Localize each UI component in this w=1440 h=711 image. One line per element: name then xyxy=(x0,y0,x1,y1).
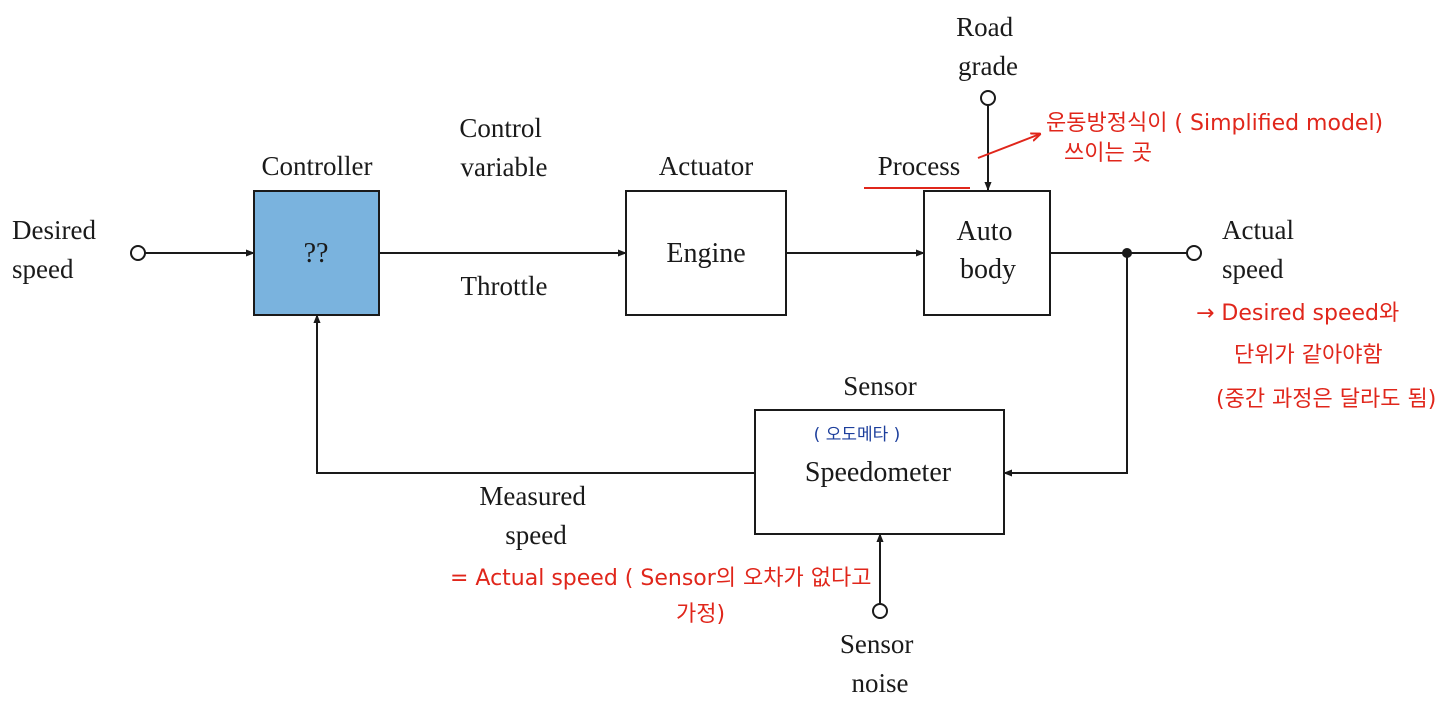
sensor-title: Sensor xyxy=(843,371,917,401)
junction-dot xyxy=(1122,248,1132,258)
measured-speed-line-2: speed xyxy=(505,520,567,550)
throttle-label: Throttle xyxy=(461,271,548,301)
actuator-title: Actuator xyxy=(659,151,753,181)
measured-speed-note-line-1: = Actual speed ( Sensor의 오차가 없다고 xyxy=(450,566,871,591)
process-title: Process xyxy=(878,151,961,181)
wire-sensor-to-controller xyxy=(313,314,755,474)
process-note-line-2: 쓰이는 곳 xyxy=(1064,141,1152,166)
actual-speed-note: → Desired speed와 단위가 같아야함 (중간 과정은 달라도 됨) xyxy=(1196,301,1436,412)
sensor-noise-label: Sensor noise xyxy=(840,629,920,698)
sensor-noise-line-2: noise xyxy=(852,668,909,698)
wire-feedback-to-sensor xyxy=(1003,253,1128,477)
speedometer-box xyxy=(754,409,1005,535)
actual-speed-note-line-3: (중간 과정은 달라도 됨) xyxy=(1216,387,1436,412)
process-note: 운동방정식이 ( Simplified model) 쓰이는 곳 xyxy=(1046,111,1390,166)
measured-speed-note-line-2: 가정) xyxy=(676,602,725,627)
actual-speed-line-1: Actual xyxy=(1222,215,1294,245)
process-note-arrow xyxy=(977,134,1040,159)
desired-speed-line-1: Desired xyxy=(12,215,96,245)
desired-speed-line-2: speed xyxy=(12,254,74,284)
auto-body-line-1: Auto xyxy=(957,216,1013,247)
sensor-note: ( 오도메타 ) xyxy=(814,425,901,445)
control-variable-label: Control variable xyxy=(459,113,548,182)
actual-speed-note-line-2: 단위가 같아야함 xyxy=(1234,343,1383,368)
measured-speed-note: = Actual speed ( Sensor의 오차가 없다고 가정) xyxy=(450,566,878,627)
control-variable-line-1: Control xyxy=(459,113,542,143)
terminal-desired-speed xyxy=(130,245,146,261)
engine-box xyxy=(625,190,787,316)
controller-title: Controller xyxy=(262,151,373,181)
process-note-line-1: 운동방정식이 ( Simplified model) xyxy=(1046,111,1383,136)
auto-body-box xyxy=(923,190,1051,316)
road-grade-line-2: grade xyxy=(958,51,1018,81)
terminal-road-grade xyxy=(980,90,996,106)
auto-body-line-2: body xyxy=(960,254,1016,285)
actual-speed-note-line-1: → Desired speed와 xyxy=(1196,301,1399,326)
road-grade-line-1: Road xyxy=(956,12,1013,42)
terminal-actual-speed xyxy=(1186,245,1202,261)
speedometer-label: Speedometer xyxy=(805,457,952,488)
engine-label: Engine xyxy=(666,238,745,269)
actual-speed-line-2: speed xyxy=(1222,254,1284,284)
road-grade-label: Road grade xyxy=(956,12,1020,81)
measured-speed-line-1: Measured xyxy=(479,481,586,511)
terminal-sensor-noise xyxy=(872,603,888,619)
control-variable-line-2: variable xyxy=(461,152,548,182)
measured-speed-label: Measured speed xyxy=(479,481,592,550)
controller-box-label: ?? xyxy=(304,238,329,269)
auto-body-label: Auto body xyxy=(957,216,1020,285)
sensor-noise-line-1: Sensor xyxy=(840,629,914,659)
desired-speed-label: Desired speed xyxy=(12,215,103,284)
controller-box xyxy=(253,190,380,316)
actual-speed-label: Actual speed xyxy=(1222,215,1301,284)
